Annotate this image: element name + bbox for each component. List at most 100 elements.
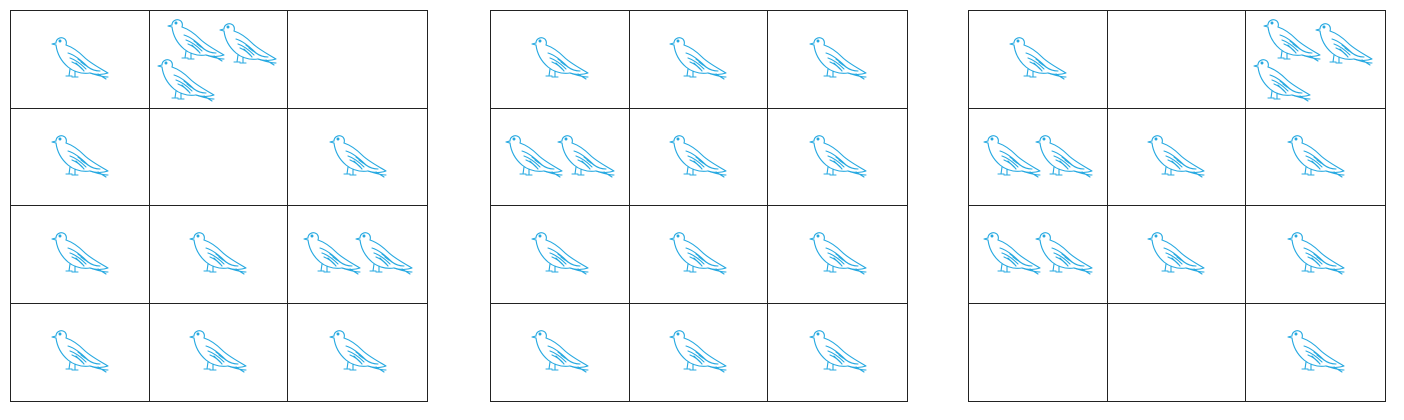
pigeon-icon <box>669 330 728 373</box>
bird-group <box>630 206 768 303</box>
pigeon-icon <box>51 232 109 275</box>
grid-cell <box>1246 206 1385 304</box>
grid-cell <box>969 108 1108 206</box>
grid-cell <box>1246 11 1385 109</box>
bird-group <box>1246 11 1385 108</box>
bird-group <box>288 11 427 108</box>
bird-group <box>1108 206 1246 303</box>
pigeon-icon <box>669 232 728 275</box>
grid-cell <box>1246 304 1385 402</box>
bird-group <box>150 206 288 303</box>
bird-group <box>11 109 149 206</box>
bird-group <box>1246 109 1385 206</box>
grid-cell <box>768 206 907 304</box>
bird-group <box>150 11 288 108</box>
pigeon-icon <box>505 134 563 178</box>
pigeon-icon <box>531 37 589 80</box>
pigeon-icon <box>1009 37 1067 80</box>
pigeon-icon <box>669 37 728 80</box>
grid-1 <box>10 10 428 402</box>
bird-group <box>1246 206 1385 303</box>
pigeon-icon <box>1287 232 1345 275</box>
pigeon-icon <box>51 330 109 373</box>
pigeon-icon <box>189 330 248 373</box>
grid-cell <box>491 108 630 206</box>
bird-group <box>969 304 1107 402</box>
bird-group <box>288 206 427 303</box>
bird-group <box>150 109 288 206</box>
grid-cell <box>11 108 150 206</box>
grid-cell <box>768 109 907 206</box>
bird-group <box>491 206 629 303</box>
pigeon-icon <box>1253 59 1311 102</box>
pigeon-icon <box>329 134 387 178</box>
grid-cell <box>150 303 289 402</box>
pigeon-icon <box>809 330 867 373</box>
bird-group <box>491 304 629 402</box>
grid-cell <box>629 11 769 109</box>
bird-group <box>491 11 629 108</box>
bird-group <box>768 206 907 303</box>
pigeon-icon <box>157 59 215 102</box>
bird-group <box>288 304 427 402</box>
bird-group <box>11 206 149 303</box>
pigeon-icon <box>1315 23 1373 66</box>
grid-cell <box>1246 109 1385 206</box>
grid-cell <box>11 11 150 109</box>
bird-group <box>11 304 149 402</box>
pigeon-icon <box>809 134 867 178</box>
bird-group <box>1108 304 1246 402</box>
bird-group <box>768 11 907 108</box>
grid-cell <box>630 303 769 402</box>
grid-cell <box>288 109 427 206</box>
pigeon-icon <box>809 37 867 80</box>
bird-group <box>969 109 1107 206</box>
grid-cell <box>1107 11 1247 109</box>
grid-2 <box>490 10 908 402</box>
grid-cell <box>768 304 907 402</box>
bird-group <box>1108 109 1246 206</box>
grid-cell <box>1108 303 1247 402</box>
grid-cell <box>629 108 769 206</box>
pigeon-icon <box>983 134 1041 178</box>
grid-cell <box>768 11 907 109</box>
pigeon-icon <box>329 330 387 373</box>
grid-cell <box>491 303 630 402</box>
pigeon-icon <box>809 232 867 275</box>
bird-group <box>630 304 768 402</box>
pigeon-icon <box>1263 19 1321 62</box>
bird-group <box>969 206 1107 303</box>
pigeon-icon <box>51 37 109 80</box>
grid-cell <box>1107 108 1247 206</box>
grid-cell <box>11 206 150 304</box>
bird-group <box>288 109 427 206</box>
grid-cell <box>288 304 427 402</box>
pigeon-icon <box>219 23 277 66</box>
bird-group <box>150 304 288 402</box>
grid-cell <box>149 108 289 206</box>
pigeon-icon <box>557 134 615 178</box>
grid-cell <box>969 303 1108 402</box>
pigeon-icon <box>355 232 413 275</box>
grid-cell <box>149 206 289 304</box>
bird-group <box>1108 11 1246 108</box>
grid-cell <box>969 206 1108 304</box>
pigeon-icon <box>983 232 1041 275</box>
pigeon-icon <box>1035 134 1093 178</box>
bird-group <box>768 109 907 206</box>
bird-group <box>11 11 149 108</box>
pigeon-icon <box>1035 232 1093 275</box>
pigeon-icon <box>531 232 589 275</box>
grid-cell <box>288 206 427 304</box>
grid-cell <box>491 206 630 304</box>
bird-group <box>768 304 907 402</box>
pigeon-icon <box>51 134 109 178</box>
bird-group <box>491 109 629 206</box>
grid-cell <box>1107 206 1247 304</box>
pigeon-icon <box>303 232 361 275</box>
grid-cell <box>629 206 769 304</box>
grid-cell <box>491 11 630 109</box>
bird-group <box>1246 304 1385 402</box>
bird-group <box>630 109 768 206</box>
bird-group <box>630 11 768 108</box>
